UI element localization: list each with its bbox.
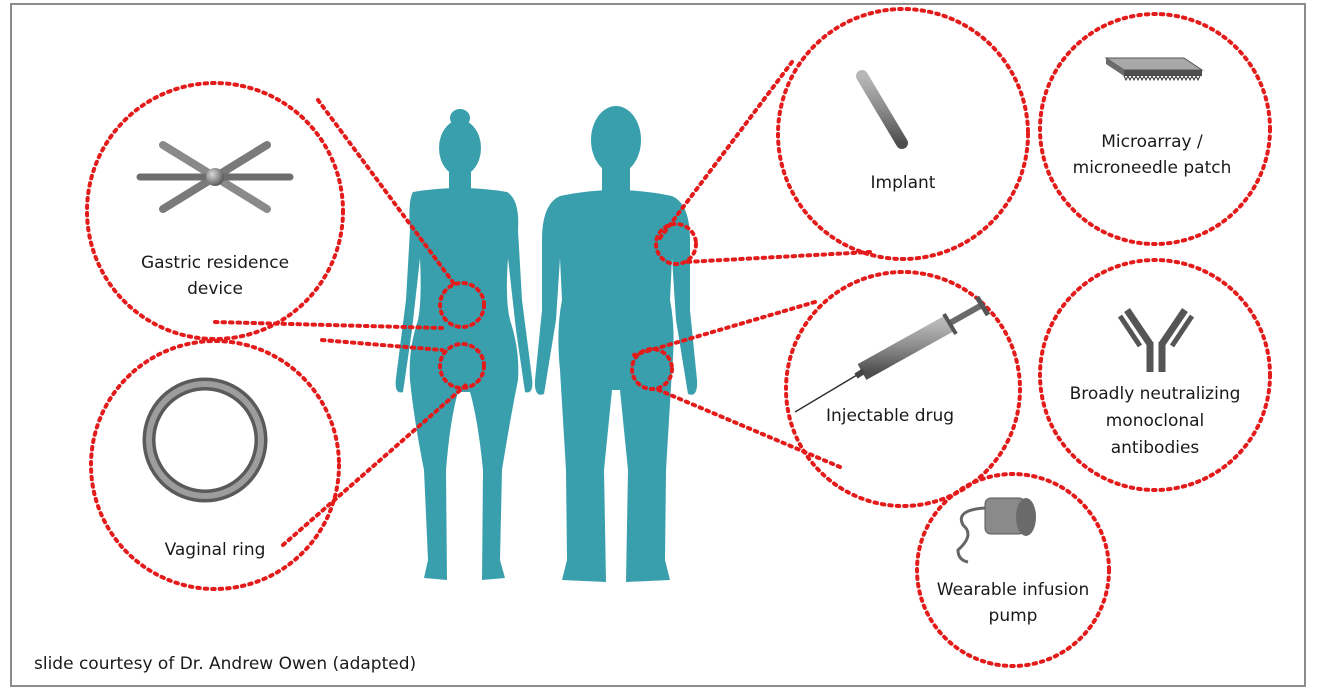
microarray-label-line2: microneedle patch xyxy=(1073,158,1232,178)
implant-callout: Implant xyxy=(778,9,1028,259)
injectable-callout: Injectable drug xyxy=(786,272,1020,506)
pump-callout: Wearable infusion pump xyxy=(917,474,1109,666)
pump-label-line1: Wearable infusion xyxy=(937,580,1090,600)
antibodies-label-line2: monoclonal xyxy=(1106,411,1205,431)
gastric-device-icon xyxy=(140,117,290,237)
gastric-device-callout: Gastric residence device xyxy=(87,83,343,339)
credit-text: slide courtesy of Dr. Andrew Owen (adapt… xyxy=(34,654,416,674)
antibodies-callout: Broadly neutralizing monoclonal antibodi… xyxy=(1040,260,1270,490)
antibodies-label-line3: antibodies xyxy=(1111,438,1200,458)
antibody-icon xyxy=(1120,310,1192,372)
infusion-pump-icon xyxy=(958,498,1036,562)
gastric-label-line2: device xyxy=(187,279,243,299)
antibodies-label-line1: Broadly neutralizing xyxy=(1070,384,1241,404)
pump-label-line2: pump xyxy=(989,606,1038,626)
vaginal-ring-icon xyxy=(149,384,261,496)
syringe-icon xyxy=(795,297,988,412)
microarray-label-line1: Microarray / xyxy=(1101,132,1203,152)
injectable-label: Injectable drug xyxy=(826,406,954,426)
microarray-patch-icon xyxy=(1106,58,1202,80)
gastric-label-line1: Gastric residence xyxy=(141,253,289,273)
implant-label: Implant xyxy=(871,173,936,193)
microarray-callout: Microarray / microneedle patch xyxy=(1040,14,1270,244)
implant-icon xyxy=(862,76,902,143)
vaginal-ring-callout: Vaginal ring xyxy=(91,341,339,589)
vaginal-label: Vaginal ring xyxy=(165,540,266,560)
